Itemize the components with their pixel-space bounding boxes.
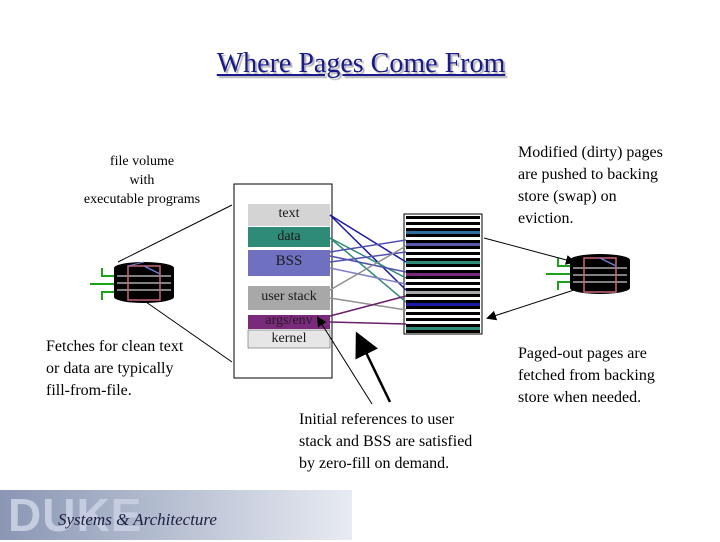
page-frame-stripe — [406, 282, 480, 285]
paged-out-line: fetched from backing — [518, 367, 655, 384]
dirty-pages-label: Modified (dirty) pages are pushed to bac… — [518, 142, 714, 230]
file-volume-disk-icon — [90, 261, 174, 303]
page-frame-stripe — [406, 228, 480, 231]
page-frame-stripe — [406, 291, 480, 294]
page-frame-stripe — [406, 321, 480, 324]
bss-segment — [248, 250, 330, 276]
user-stack-segment-label: user stack — [261, 289, 317, 304]
initial-refs-line: Initial references to user — [299, 411, 455, 428]
args-env-segment — [248, 315, 330, 329]
page-frame-stripe — [406, 264, 480, 267]
page-frame-stripe — [406, 309, 480, 312]
data-segment — [248, 227, 330, 247]
page-frame-stripe — [406, 261, 480, 264]
page-frame-stripe — [406, 216, 480, 219]
page-frame-stripe — [406, 294, 480, 297]
page-frame-stripe — [406, 273, 480, 276]
duke-logo: DUKE — [8, 489, 143, 541]
page-frame-stripe — [406, 300, 480, 303]
page-frame-stripe — [406, 222, 480, 225]
page-frame-stripe — [406, 237, 480, 240]
page-frame-stripe — [406, 249, 480, 252]
initial-refs-line: by zero-fill on demand. — [299, 455, 450, 472]
page-frame-stripe — [406, 297, 480, 300]
fetches-clean-line: or data are typically — [46, 360, 174, 377]
page-frame-stripe — [406, 330, 480, 333]
initial-refs-label: Initial references to user stack and BSS… — [299, 409, 519, 475]
page-frame-stripe — [406, 219, 480, 222]
page-frame-stripe — [406, 306, 480, 309]
page-frame-stripe — [406, 225, 480, 228]
args-env-segment-label: args/env — [265, 313, 313, 328]
page-frame-stripe — [406, 258, 480, 261]
text-segment-label: text — [278, 206, 300, 221]
file-volume-line: file volume — [109, 154, 175, 169]
fetches-clean-label: Fetches for clean text or data are typic… — [46, 336, 236, 402]
dirty-pages-line: store (swap) on — [518, 188, 617, 205]
fetches-clean-line: Fetches for clean text — [46, 338, 184, 355]
slide-title: Where Pages Come From — [216, 48, 506, 79]
data-segment-label: data — [277, 229, 301, 244]
zero-fill-arrow-1 — [355, 331, 392, 403]
connector-lines — [117, 204, 233, 363]
page-frame-stripe — [406, 240, 480, 243]
page-frame-stripe — [406, 231, 480, 234]
page-mappings — [329, 214, 407, 325]
kernel-segment-label: kernel — [271, 331, 307, 346]
page-frame-stripe — [406, 285, 480, 288]
kernel-segment — [247, 329, 331, 349]
page-frame-stripe — [406, 312, 480, 315]
bss-segment-label: BSS — [275, 253, 303, 269]
fetch-arrow — [486, 289, 575, 321]
page-frame-stripe — [406, 267, 480, 270]
page-frame-stripe — [406, 252, 480, 255]
paged-out-line: Paged-out pages are — [518, 345, 647, 362]
physical-memory-frames — [403, 213, 483, 335]
page-frame-stripe — [406, 276, 480, 279]
page-frame-stripe — [406, 303, 480, 306]
file-volume-line: executable programs — [83, 192, 201, 207]
evict-arrow — [483, 237, 576, 265]
paged-out-line: store when needed. — [518, 389, 642, 406]
page-frame-stripe — [406, 288, 480, 291]
zero-fill-arrow-2 — [316, 316, 373, 405]
page-frame-stripe — [406, 246, 480, 249]
page-frame-stripe — [406, 255, 480, 258]
footer-banner: DUKE Systems & Architecture — [0, 489, 352, 541]
user-stack-segment — [248, 286, 330, 310]
swap-disk-icon — [546, 254, 630, 294]
file-volume-line: with — [129, 173, 155, 188]
file-volume-label: file volume with executable programs — [70, 152, 214, 209]
page-frame-stripe — [406, 327, 480, 330]
page-frame-stripe — [406, 315, 480, 318]
page-frame-stripe — [406, 234, 480, 237]
page-frame-stripe — [406, 243, 480, 246]
fetches-clean-line: fill-from-file. — [46, 382, 132, 399]
page-frame-stripe — [406, 324, 480, 327]
initial-refs-line: stack and BSS are satisfied — [299, 433, 473, 450]
paged-out-label: Paged-out pages are fetched from backing… — [518, 343, 714, 409]
dirty-pages-line: are pushed to backing — [518, 166, 658, 183]
text-segment — [248, 204, 330, 226]
page-frame-stripe — [406, 318, 480, 321]
page-frame-stripe — [406, 270, 480, 273]
dirty-pages-line: eviction. — [518, 210, 574, 227]
page-frame-stripe — [406, 279, 480, 282]
dirty-pages-line: Modified (dirty) pages — [518, 144, 663, 161]
footer-subtitle: Systems & Architecture — [58, 510, 217, 529]
